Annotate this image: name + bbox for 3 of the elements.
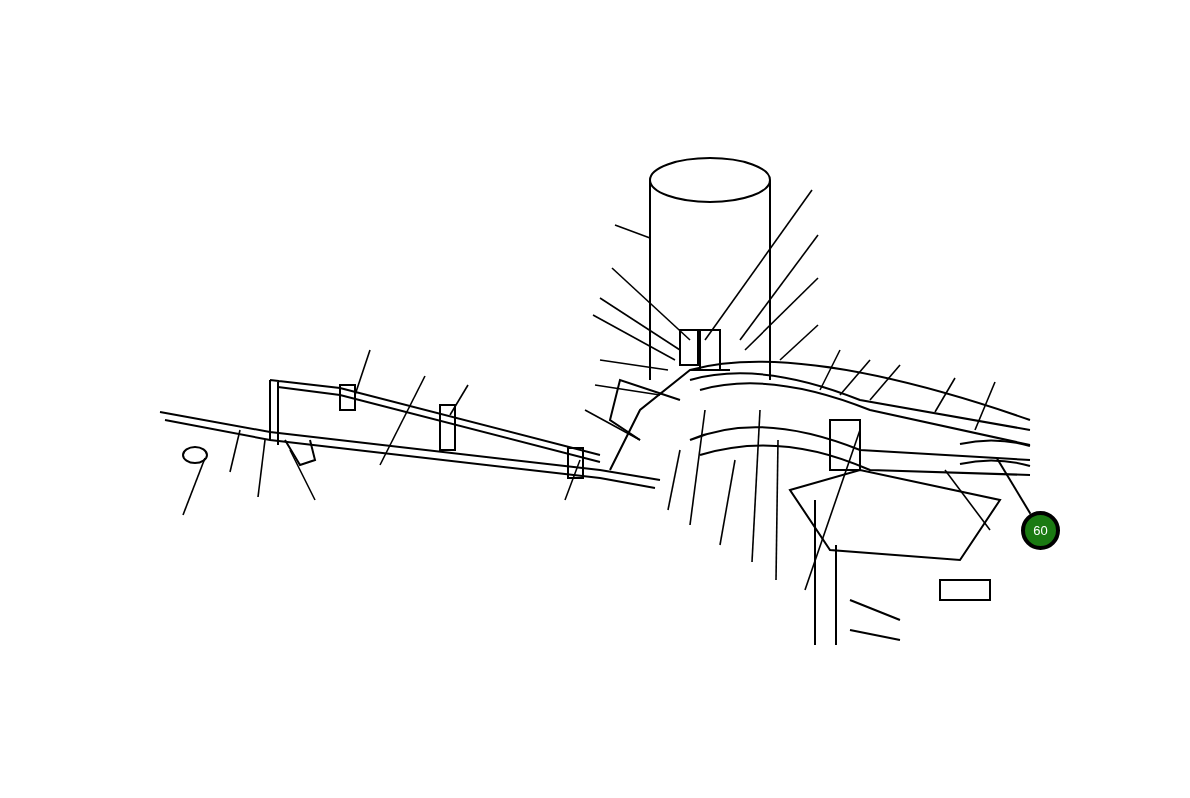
hose-bundle (959, 439, 1031, 467)
leader-line (996, 457, 1032, 515)
callout-number: 60 (1021, 511, 1060, 550)
